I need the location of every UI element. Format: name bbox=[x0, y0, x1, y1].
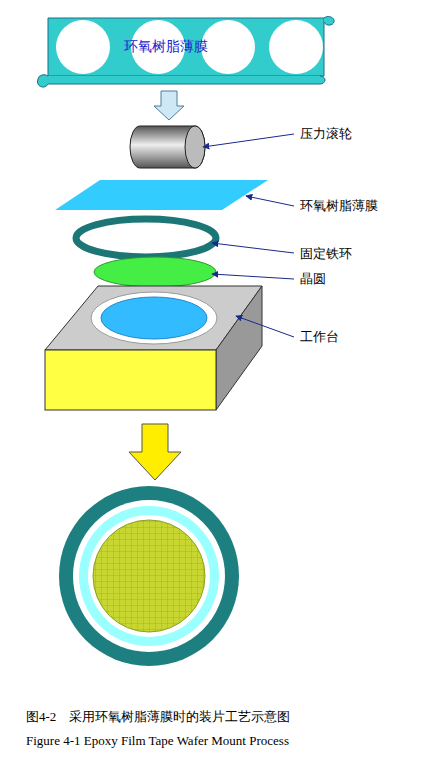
pressure-roller bbox=[130, 126, 205, 168]
part-label: 压力滚轮 bbox=[300, 126, 352, 142]
figure-caption: 图4-2 采用环氧树脂薄膜时的装片工艺示意图 bbox=[26, 708, 290, 726]
down-arrow bbox=[154, 91, 184, 120]
film-banner: 环氧树脂薄膜 bbox=[38, 10, 334, 90]
mounted-wafer bbox=[59, 486, 239, 666]
part-label: 固定铁环 bbox=[300, 246, 352, 262]
part-label: 环氧树脂薄膜 bbox=[300, 198, 378, 214]
caption-english: Figure 4-1 Epoxy Film Tape Wafer Mount P… bbox=[26, 733, 289, 749]
process-arrow bbox=[129, 424, 181, 480]
leader-lines bbox=[203, 134, 294, 337]
epoxy-film bbox=[55, 180, 268, 210]
wafer bbox=[94, 257, 216, 287]
film-label: 环氧树脂薄膜 bbox=[124, 38, 334, 55]
workbench bbox=[45, 286, 262, 410]
part-label: 晶圆 bbox=[300, 271, 326, 287]
part-label: 工作台 bbox=[300, 329, 339, 345]
iron-ring bbox=[76, 219, 216, 257]
